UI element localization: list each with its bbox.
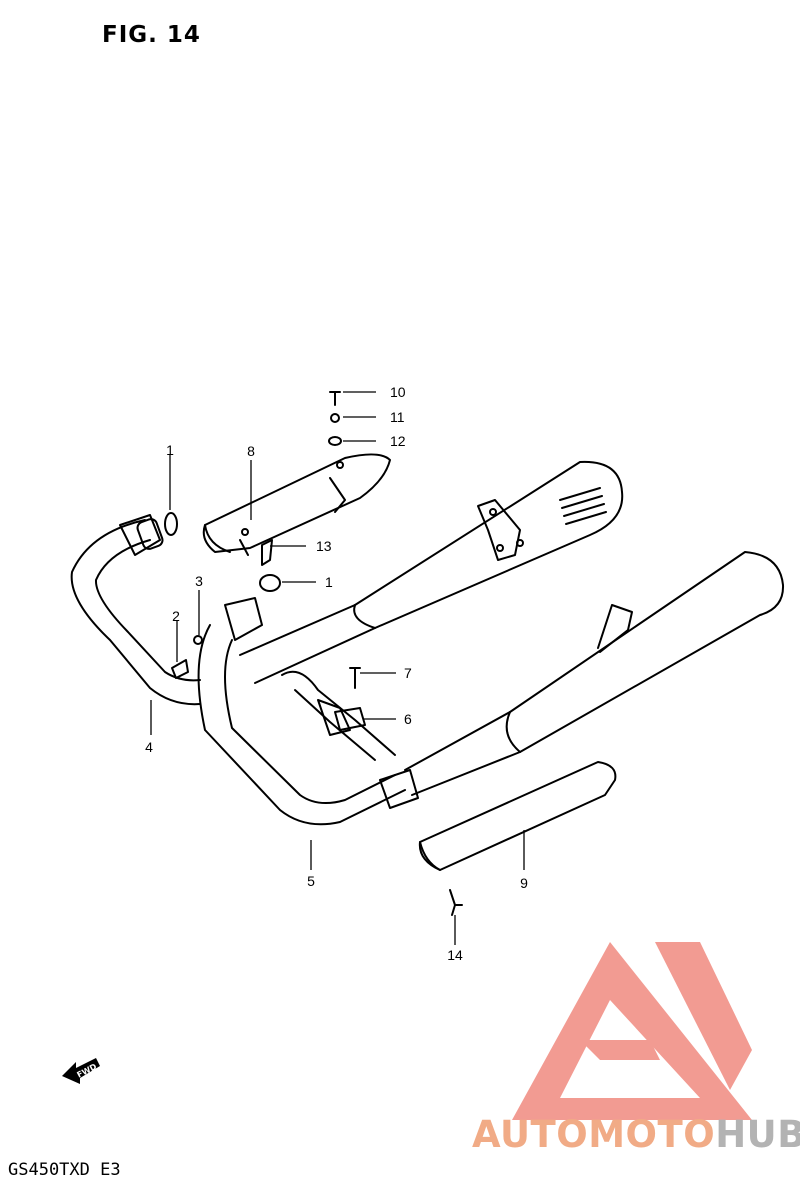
exhaust-pipe-4: [70, 514, 201, 706]
watermark-text: AUTOMOTOHUB: [472, 1113, 800, 1156]
heat-cover-9: [418, 761, 617, 871]
watermark-hub: HUB: [715, 1113, 800, 1156]
bolt-7: [349, 667, 361, 689]
callouts: 1 8 10 11 12 13 1 3 2 7 6 4 5 9 14: [145, 384, 528, 963]
callout-6: 6: [404, 711, 412, 727]
callout-7: 7: [404, 665, 412, 681]
callout-1-top: 1: [166, 442, 174, 458]
callout-9: 9: [520, 875, 528, 891]
callout-4: 4: [145, 739, 153, 755]
gasket-1-top: [164, 512, 178, 536]
leader-lines: [150, 391, 525, 945]
callout-2: 2: [172, 608, 180, 624]
callout-14: 14: [447, 947, 463, 963]
callout-10: 10: [390, 384, 406, 400]
figure-title: FIG. 14: [102, 22, 201, 48]
model-code: GS450TXD E3: [8, 1160, 121, 1180]
watermark-logo-icon: [512, 942, 752, 1120]
callout-11: 11: [390, 409, 405, 425]
bolt-10: [329, 391, 341, 406]
fwd-arrow-icon: FWD: [62, 1058, 100, 1084]
clamp-6: [334, 707, 366, 731]
callout-5: 5: [307, 873, 315, 889]
watermark-auto: AUTO: [472, 1113, 589, 1156]
callout-3: 3: [195, 573, 203, 589]
callout-8: 8: [247, 443, 255, 459]
exhaust-pipe-5: [197, 597, 419, 826]
washer-12: [328, 436, 342, 446]
bolt-2: [171, 659, 189, 679]
callout-12: 12: [390, 433, 406, 449]
heat-shield-8: [202, 453, 391, 556]
gasket-1-mid: [259, 574, 281, 592]
watermark-moto: MOTO: [588, 1113, 716, 1156]
nut-3: [193, 635, 203, 645]
screw-14: [449, 889, 463, 916]
balance-pipe: [281, 670, 396, 761]
callout-13: 13: [316, 538, 332, 554]
bolt-13: [261, 539, 273, 566]
callout-1-mid: 1: [325, 574, 333, 590]
washer-11: [330, 413, 340, 423]
lower-muffler: [404, 551, 785, 796]
upper-muffler: [239, 460, 624, 684]
